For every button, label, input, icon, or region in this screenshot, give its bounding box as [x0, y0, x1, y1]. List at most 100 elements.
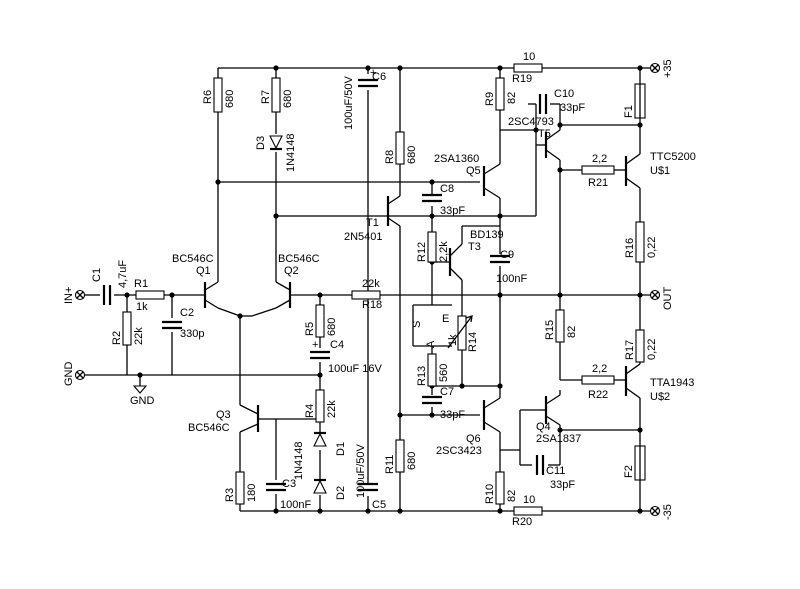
resistor-r22: 2,2 R22 [581, 363, 615, 401]
svg-text:R17: R17 [624, 340, 636, 360]
capacitor-c5: C5 100uF/50V [355, 444, 386, 511]
svg-text:680: 680 [282, 90, 294, 108]
svg-text:Q1: Q1 [196, 265, 211, 277]
svg-text:C3: C3 [282, 478, 296, 490]
transistor-t1: T1 2N5401 [344, 195, 401, 243]
svg-text:U$2: U$2 [650, 391, 670, 403]
capacitor-c4: + C4 100uF 16V [310, 339, 382, 375]
terminal-out[interactable]: OUT [649, 287, 675, 311]
svg-text:D3: D3 [255, 136, 267, 150]
svg-text:560: 560 [438, 364, 450, 382]
svg-text:R19: R19 [512, 73, 532, 85]
capacitor-c11: C11 33pF [535, 455, 575, 491]
svg-text:+: + [312, 339, 318, 351]
svg-text:100nF: 100nF [280, 499, 311, 511]
resistor-r7: R7 680 [260, 77, 294, 113]
transistor-t3: BD139 T3 [448, 229, 504, 281]
svg-text:C9: C9 [500, 249, 514, 261]
terminal-neg[interactable]: -35 [649, 504, 675, 520]
transistor-t5: 2SC4793 T5 [508, 116, 561, 161]
svg-text:1k: 1k [447, 334, 459, 346]
svg-text:1N4148: 1N4148 [293, 441, 305, 480]
svg-text:U$1: U$1 [650, 165, 670, 177]
svg-text:0,22: 0,22 [646, 339, 658, 360]
svg-text:33pF: 33pF [560, 102, 585, 114]
svg-text:2SA1837: 2SA1837 [536, 433, 581, 445]
resistor-r19: 10 R19 [512, 51, 543, 85]
resistor-r11: R11 680 [384, 439, 418, 474]
diode-d2: D2 [313, 478, 347, 500]
svg-text:82: 82 [506, 490, 518, 502]
svg-text:C2: C2 [180, 307, 194, 319]
svg-text:1N4148: 1N4148 [285, 133, 297, 172]
svg-text:33pF: 33pF [440, 409, 465, 421]
svg-text:S: S [411, 321, 423, 328]
resistor-r20: 10 R20 [512, 494, 543, 528]
svg-text:C8: C8 [440, 183, 454, 195]
transistor-q2: BC546C Q2 [275, 253, 320, 309]
svg-text:100nF: 100nF [496, 273, 527, 285]
svg-text:2,2: 2,2 [592, 363, 607, 375]
resistor-r9: R9 82 [484, 77, 518, 111]
svg-text:680: 680 [326, 318, 338, 336]
svg-text:TTA1943: TTA1943 [650, 377, 694, 389]
svg-text:680: 680 [224, 90, 236, 108]
svg-text:R5: R5 [304, 322, 316, 336]
svg-text:R11: R11 [384, 455, 396, 474]
capacitor-c6: + C6 100uF/50V [343, 67, 386, 130]
svg-text:R6: R6 [202, 90, 214, 104]
svg-text:C11: C11 [546, 465, 565, 477]
svg-text:R8: R8 [384, 150, 396, 164]
svg-text:R9: R9 [484, 92, 496, 106]
svg-text:BC546C: BC546C [172, 253, 214, 265]
resistor-r21: 2,2 R21 [581, 153, 615, 189]
svg-text:2,2: 2,2 [592, 153, 607, 165]
svg-text:+: + [370, 67, 376, 79]
svg-text:D1: D1 [335, 442, 347, 456]
svg-text:R12: R12 [416, 242, 428, 262]
capacitor-c7: C7 33pF [422, 386, 465, 421]
svg-text:T1: T1 [366, 217, 379, 229]
transistor-q5: 2SA1360 Q5 [434, 153, 501, 199]
svg-text:330p: 330p [180, 328, 204, 340]
svg-text:C1: C1 [91, 268, 103, 282]
svg-text:180: 180 [246, 484, 258, 502]
svg-text:2SC3423: 2SC3423 [436, 445, 482, 457]
svg-text:33pF: 33pF [440, 205, 465, 217]
svg-text:2SA1360: 2SA1360 [434, 153, 479, 165]
svg-text:T5: T5 [538, 128, 551, 140]
transistor-q1: BC546C Q1 [172, 253, 219, 309]
svg-text:10: 10 [523, 494, 535, 506]
terminal-in[interactable]: IN+ [63, 287, 86, 304]
trimmer-r14[interactable]: E S A R14 1k [411, 304, 479, 352]
svg-text:R15: R15 [544, 320, 556, 340]
svg-text:Q6: Q6 [466, 433, 481, 445]
resistor-r17: R17 0,22 [624, 329, 658, 363]
fuse-f2: F2 [623, 445, 646, 481]
transistor-q4: Q4 2SA1837 [536, 394, 581, 445]
capacitor-c2: C2 330p [162, 307, 204, 340]
capacitor-c10: C10 33pF [538, 88, 585, 114]
svg-text:T3: T3 [468, 241, 481, 253]
resistor-r12: R12 2,2k [416, 231, 450, 263]
svg-text:R21: R21 [588, 177, 608, 189]
svg-text:2SC4793: 2SC4793 [508, 116, 554, 128]
svg-text:33pF: 33pF [550, 479, 575, 491]
capacitor-c3: C3 100nF [266, 478, 311, 511]
svg-text:Q5: Q5 [466, 165, 481, 177]
svg-text:10: 10 [523, 51, 535, 63]
svg-text:82: 82 [566, 326, 578, 338]
capacitor-c9: C9 100nF [490, 249, 527, 285]
svg-text:22k: 22k [133, 327, 145, 345]
svg-text:R16: R16 [624, 238, 636, 258]
svg-text:Q2: Q2 [284, 265, 299, 277]
resistor-r6: R6 680 [202, 77, 236, 113]
svg-text:R18: R18 [362, 299, 382, 311]
svg-text:BC546C: BC546C [278, 253, 320, 265]
svg-text:E: E [442, 313, 449, 325]
terminal-pos-label: +35 [662, 59, 674, 78]
diode-d3: D3 1N4148 [255, 133, 297, 172]
terminal-gnd[interactable]: GND [63, 362, 86, 387]
terminal-pos[interactable]: +35 [649, 59, 675, 78]
